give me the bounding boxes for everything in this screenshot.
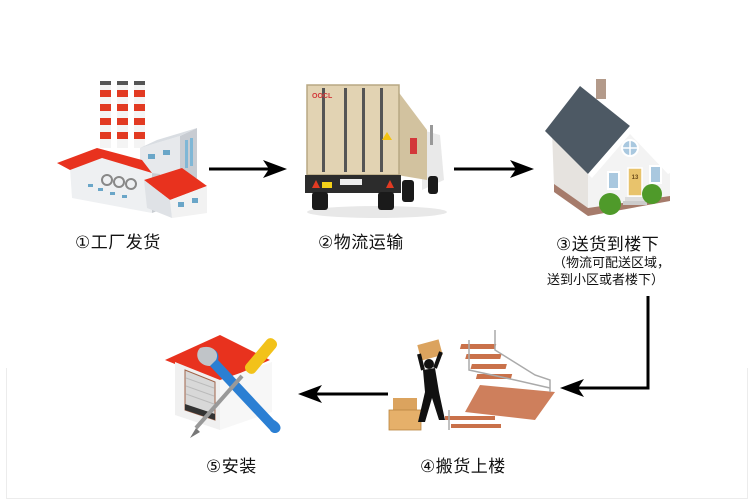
screwdriver <box>190 338 278 438</box>
house-icon: 13 <box>540 76 680 221</box>
carry-upstairs-icon <box>385 330 560 440</box>
chimney <box>134 81 145 148</box>
door-number: 13 <box>632 175 639 181</box>
step-1-label: ①工厂发货 <box>75 233 161 253</box>
factory-icon <box>52 78 212 218</box>
container-truck-icon: OOCL <box>302 80 452 220</box>
arrow-left <box>298 383 390 405</box>
step-2-label: ②物流运输 <box>318 233 404 253</box>
carrying-person <box>417 339 445 422</box>
arrow-elbow-down-left <box>560 294 652 398</box>
step-4-label: ④搬货上楼 <box>420 457 506 477</box>
step-3-label: ③送货到楼下 <box>556 235 660 255</box>
step-3-note-line-1: （物流可配送区域， <box>553 256 671 271</box>
step-5-label: ⑤安装 <box>206 457 257 477</box>
chimney <box>117 81 128 148</box>
arrow-right-2 <box>452 158 534 180</box>
wrench <box>197 346 281 433</box>
container-brand-text: OOCL <box>312 93 333 100</box>
lower-frame <box>6 368 748 499</box>
install-tools-icon <box>160 330 305 445</box>
arrow-right-1 <box>207 158 287 180</box>
chimney <box>100 81 111 148</box>
staircase <box>445 330 555 430</box>
step-3-note-line-2: 送到小区或者楼下） <box>547 273 665 288</box>
